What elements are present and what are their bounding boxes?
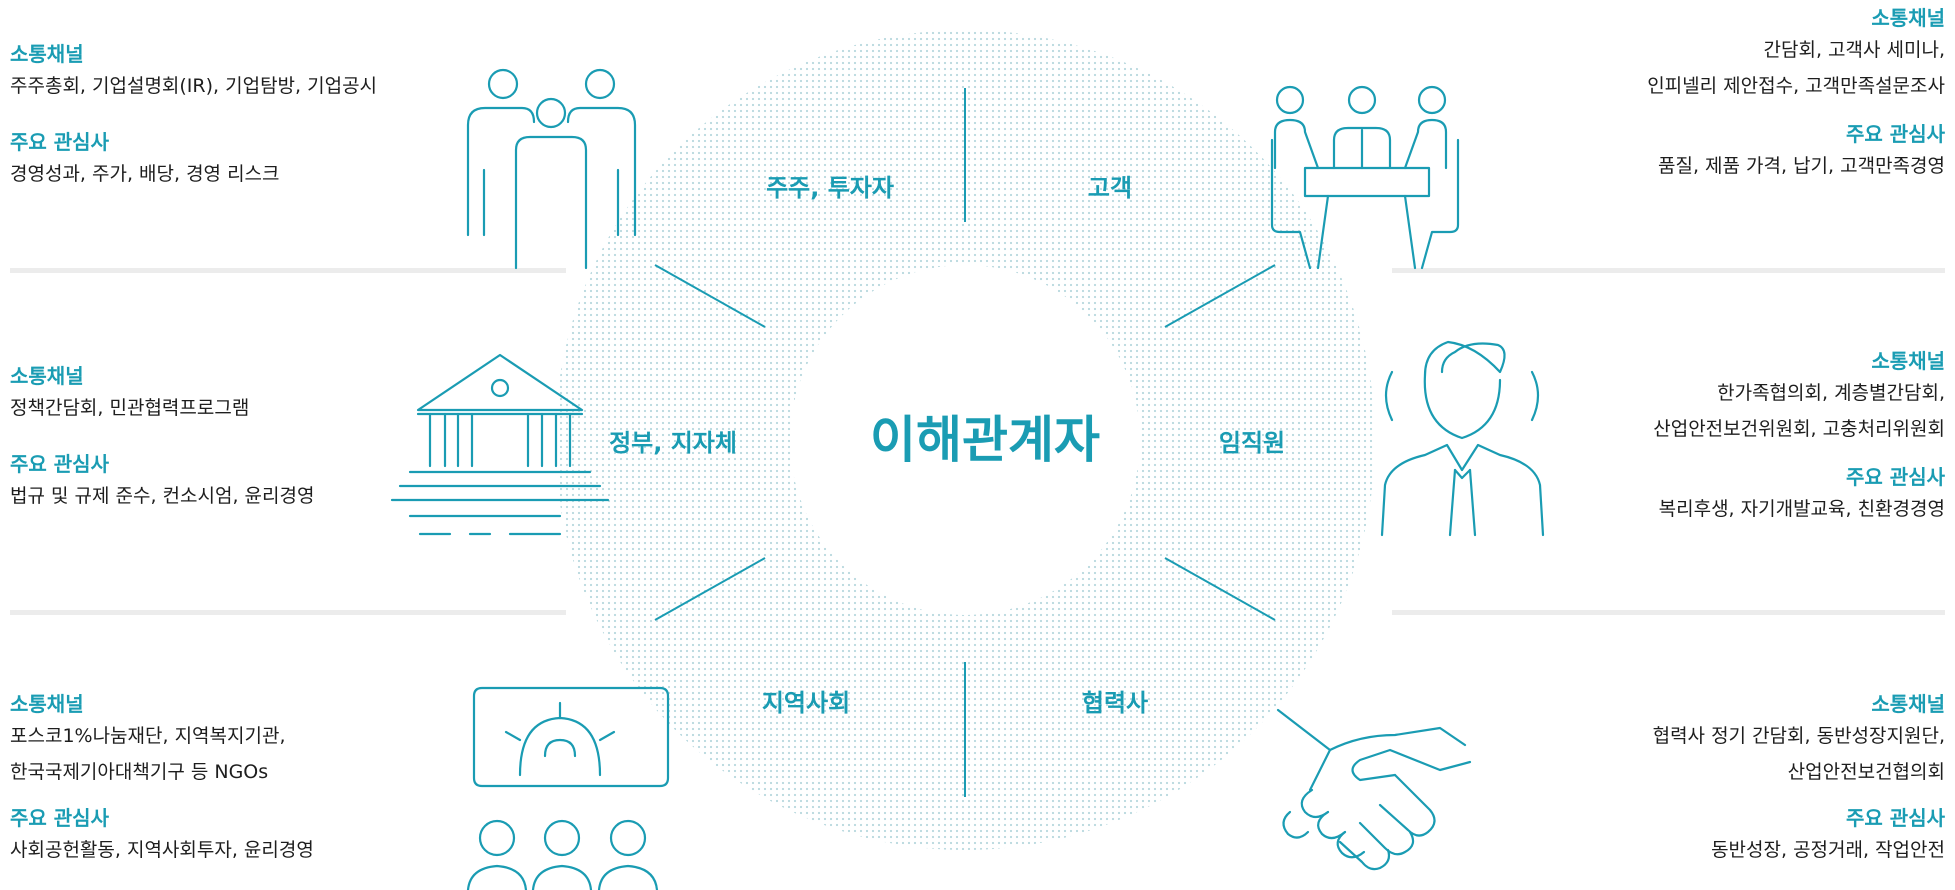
interest-text: 복리후생, 자기개발교육, 친환경경영 bbox=[1658, 498, 1945, 520]
government-building-icon bbox=[390, 353, 610, 536]
channel-text: 포스코1%나눔재단, 지역복지기관, 한국국제기아대책기구 등 NGOs bbox=[10, 725, 286, 783]
channel-text: 한가족협의회, 계층별간담회, 산업안전보건위원회, 고충처리위원회 bbox=[1653, 382, 1945, 440]
panel-government: 소통채널 정책간담회, 민관협력프로그램 주요 관심사 법규 및 규제 준수, … bbox=[10, 362, 530, 514]
interest-heading: 주요 관심사 bbox=[1846, 806, 1945, 830]
channel-heading: 소통채널 bbox=[10, 364, 84, 388]
channel-heading: 소통채널 bbox=[1871, 692, 1945, 716]
interest-heading: 주요 관심사 bbox=[10, 452, 109, 476]
channel-text: 협력사 정기 간담회, 동반성장지원단, 산업안전보건협의회 bbox=[1652, 725, 1945, 783]
sector-label-government: 정부, 지자체 bbox=[609, 429, 737, 457]
ring-spokes bbox=[654, 88, 1276, 797]
interest-text: 법규 및 규제 준수, 컨소시엄, 윤리경영 bbox=[10, 485, 315, 507]
panel-customers: 소통채널 간담회, 고객사 세미나, 인피넬리 제안접수, 고객만족설문조사 주… bbox=[1425, 4, 1945, 184]
interest-heading: 주요 관심사 bbox=[10, 806, 109, 830]
sector-label-employees: 임직원 bbox=[1218, 429, 1286, 457]
interest-text: 동반성장, 공정거래, 작업안전 bbox=[1711, 839, 1945, 861]
community-gear-icon bbox=[466, 686, 670, 890]
interest-text: 사회공헌활동, 지역사회투자, 윤리경영 bbox=[10, 839, 314, 861]
sector-label-shareholders: 주주, 투자자 bbox=[766, 174, 894, 202]
channel-text: 간담회, 고객사 세미나, 인피넬리 제안접수, 고객만족설문조사 bbox=[1647, 39, 1945, 97]
stakeholder-ring bbox=[555, 30, 1375, 850]
people-group-icon bbox=[466, 68, 637, 270]
interest-heading: 주요 관심사 bbox=[1846, 465, 1945, 489]
meeting-table-icon bbox=[1270, 85, 1460, 270]
channel-heading: 소통채널 bbox=[1871, 349, 1945, 373]
panel-partners: 소통채널 협력사 정기 간담회, 동반성장지원단, 산업안전보건협의회 주요 관… bbox=[1425, 690, 1945, 868]
channel-heading: 소통채널 bbox=[1871, 6, 1945, 30]
section-dividers bbox=[10, 268, 1945, 615]
sector-label-partners: 협력사 bbox=[1081, 689, 1149, 717]
employee-icon bbox=[1380, 340, 1545, 537]
interest-text: 품질, 제품 가격, 납기, 고객만족경영 bbox=[1658, 155, 1945, 177]
interest-heading: 주요 관심사 bbox=[1846, 122, 1945, 146]
panel-employees: 소통채널 한가족협의회, 계층별간담회, 산업안전보건위원회, 고충처리위원회 … bbox=[1425, 347, 1945, 527]
panel-community: 소통채널 포스코1%나눔재단, 지역복지기관, 한국국제기아대책기구 등 NGO… bbox=[10, 690, 530, 868]
channel-text: 정책간담회, 민관협력프로그램 bbox=[10, 397, 250, 419]
channel-heading: 소통채널 bbox=[10, 42, 84, 66]
interest-heading: 주요 관심사 bbox=[10, 130, 109, 154]
interest-text: 경영성과, 주가, 배당, 경영 리스크 bbox=[10, 163, 280, 185]
channel-heading: 소통채널 bbox=[10, 692, 84, 716]
sector-label-customers: 고객 bbox=[1087, 174, 1133, 202]
handshake-icon bbox=[1276, 708, 1472, 871]
channel-text: 주주총회, 기업설명회(IR), 기업탐방, 기업공시 bbox=[10, 75, 378, 97]
panel-shareholders: 소통채널 주주총회, 기업설명회(IR), 기업탐방, 기업공시 주요 관심사 … bbox=[10, 40, 530, 192]
center-title: 이해관계자 bbox=[870, 411, 1100, 469]
sector-label-community: 지역사회 bbox=[761, 689, 851, 717]
